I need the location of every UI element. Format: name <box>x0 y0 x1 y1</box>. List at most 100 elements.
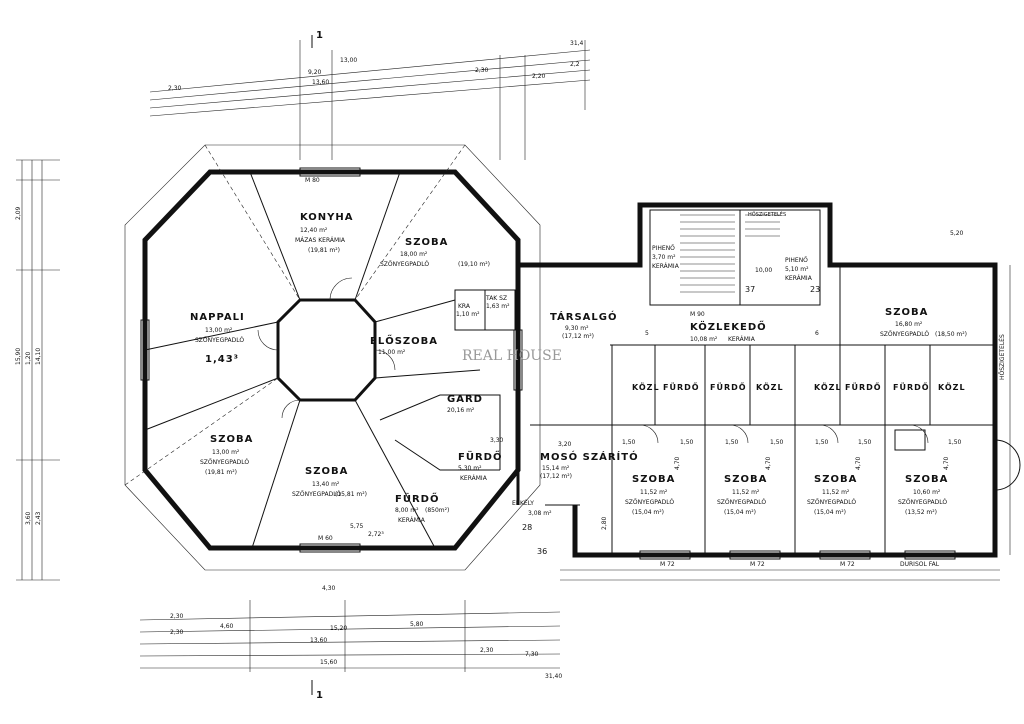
room-area: 11,00 m² <box>378 349 406 356</box>
room-extra: (19,10 m²) <box>458 261 490 268</box>
room-extra: (15,04 m²) <box>632 509 664 516</box>
dim-misc: 5 <box>645 330 649 337</box>
room-area: 13,00 m² <box>212 449 240 456</box>
room-szoba-s: SZOBA 13,40 m² SZŐNYEGPADLÓ (15,81 m²) <box>292 466 367 498</box>
dim-misc: 4,70 <box>943 456 950 470</box>
dim-top-7: 2,2 <box>570 61 580 68</box>
dim-misc: 4,30 <box>322 585 336 592</box>
dim-misc: M 72 <box>750 561 765 568</box>
room-name: ELŐSZOBA <box>370 333 438 347</box>
dim-misc: M 72 <box>660 561 675 568</box>
room-floor: SZŐNYEGPADLÓ <box>380 261 429 268</box>
dim-bottom-total: 31,40 <box>545 673 562 680</box>
room-szoba-east: SZOBA 16,80 m² SZŐNYEGPADLÓ (18,50 m²) <box>880 307 967 338</box>
dim-top-5: 2,20 <box>532 73 546 80</box>
room-kozlekedo: KÖZLEKEDŐ 10,08 m² KERÁMIA <box>690 319 766 343</box>
dim-misc: M 80 <box>305 177 320 184</box>
dim-misc: 4,70 <box>765 456 772 470</box>
dim-bottom-3: 5,80 <box>410 621 424 628</box>
room-kamra: KRA 1,10 m² <box>456 303 480 318</box>
room-area: 5,30 m² <box>458 465 482 472</box>
wall-note-durisol: DURISOL FAL <box>900 561 940 568</box>
small-room-8: KÖZL <box>938 382 966 392</box>
octagon-building <box>124 144 541 571</box>
room-area: 13,40 m² <box>312 481 340 488</box>
dim-bottom-2: 4,60 <box>220 623 234 630</box>
room-extra: (15,81 m²) <box>335 491 367 498</box>
room-name: FÜRDŐ <box>458 449 502 463</box>
room-extra: 1,43³ <box>205 354 239 365</box>
stair-treads <box>680 214 780 293</box>
room-floor: SZŐNYEGPADLÓ <box>880 331 929 338</box>
room-eloszoba: ELŐSZOBA 11,00 m² <box>370 333 438 356</box>
room-extra: (18,50 m²) <box>935 331 967 338</box>
room-name: SZOBA <box>814 474 857 485</box>
room-floor: KERÁMIA <box>728 336 756 343</box>
room-szoba-2: SZOBA 11,52 m² SZŐNYEGPADLÓ (15,04 m²) <box>717 474 767 516</box>
dim-bottom-9: 7,30 <box>525 651 539 658</box>
room-floor: SZŐNYEGPADLÓ <box>195 337 244 344</box>
dim-left-6: 2,43 <box>35 511 42 525</box>
dim-misc: 1,50 <box>815 439 829 446</box>
room-name: SZOBA <box>724 474 767 485</box>
dim-left-3: 1,20 <box>25 351 32 365</box>
right-wing <box>516 202 1021 581</box>
dimension-lines-bottom <box>139 600 561 672</box>
room-area: 12,40 m² <box>300 227 328 234</box>
room-area: 10,08 m² <box>690 336 718 343</box>
dim-misc: 4,70 <box>855 456 862 470</box>
dim-misc: 1,50 <box>770 439 784 446</box>
room-floor: SZŐNYEGPADLÓ <box>898 499 947 506</box>
room-area: 11,52 m² <box>640 489 668 496</box>
room-extra: (15,04 m²) <box>724 509 756 516</box>
dimension-lines-left <box>16 159 60 581</box>
room-area: 15,14 m² <box>542 465 570 472</box>
section-mark-top: 1 <box>316 30 324 41</box>
dim-misc: 28 <box>522 523 532 532</box>
room-name: SZOBA <box>210 434 253 445</box>
dim-top-6: 2,30 <box>168 85 182 92</box>
room-extra: (15,04 m²) <box>814 509 846 516</box>
dim-left-5: 3,60 <box>25 511 32 525</box>
room-moso-szarito: MOSÓ SZÁRÍTÓ 15,14 m² (17,12 m²) <box>540 450 638 480</box>
room-name: ERKÉLY <box>512 499 534 507</box>
dim-misc: 1,50 <box>948 439 962 446</box>
room-furdo-main: FÜRDŐ 8,00 m² KERÁMIA (850m²) <box>395 491 449 524</box>
room-name: SZOBA <box>305 466 348 477</box>
dim-misc: 3,30 <box>490 437 504 444</box>
room-szoba-sw: SZOBA 13,00 m² SZŐNYEGPADLÓ (19,81 m²) <box>200 434 253 476</box>
room-floor: SZŐNYEGPADLÓ <box>807 499 856 506</box>
room-area: 5,10 m² <box>785 266 809 273</box>
room-piheno-left: PIHENŐ 3,70 m² KERÁMIA <box>652 245 680 270</box>
room-erkely: ERKÉLY 3,08 m² <box>512 499 552 517</box>
dim-misc: 4,70 <box>674 456 681 470</box>
room-name: SZOBA <box>405 237 448 248</box>
room-area: 9,30 m² <box>565 325 589 332</box>
small-room-2: FÜRDŐ <box>663 382 700 392</box>
room-area: 11,52 m² <box>732 489 760 496</box>
room-area: 16,80 m² <box>895 321 923 328</box>
room-szoba-ne: SZOBA 18,00 m² SZŐNYEGPADLÓ (19,10 m²) <box>380 237 490 268</box>
room-floor: KERÁMIA <box>785 275 813 282</box>
small-room-3: FÜRDŐ <box>710 382 747 392</box>
small-room-1: KÖZL <box>632 382 660 392</box>
room-name: PIHENŐ <box>652 245 675 252</box>
dim-misc: 5,20 <box>950 230 964 237</box>
dim-misc: 1,50 <box>858 439 872 446</box>
dim-misc: 1,50 <box>622 439 636 446</box>
dim-bottom-5: 13,60 <box>310 637 327 644</box>
wall-note-insulation-2: HŐSZIGETELÉS <box>748 210 786 218</box>
room-area: 11,52 m² <box>822 489 850 496</box>
dim-misc: 3,20 <box>558 441 572 448</box>
room-name: PIHENŐ <box>785 257 808 264</box>
dim-misc: 6 <box>815 330 819 337</box>
dim-misc: 2,80 <box>601 516 608 530</box>
dim-misc: 1,50 <box>680 439 694 446</box>
room-furdo-small: FÜRDŐ 5,30 m² KERÁMIA <box>458 449 502 482</box>
dim-bottom-1: 2,30 <box>170 613 184 620</box>
dim-misc: 1,50 <box>725 439 739 446</box>
dim-bottom-7: 15,60 <box>320 659 337 666</box>
dim-left-1: 2,09 <box>15 206 22 220</box>
room-floor: MÁZAS KERÁMIA <box>295 237 346 244</box>
